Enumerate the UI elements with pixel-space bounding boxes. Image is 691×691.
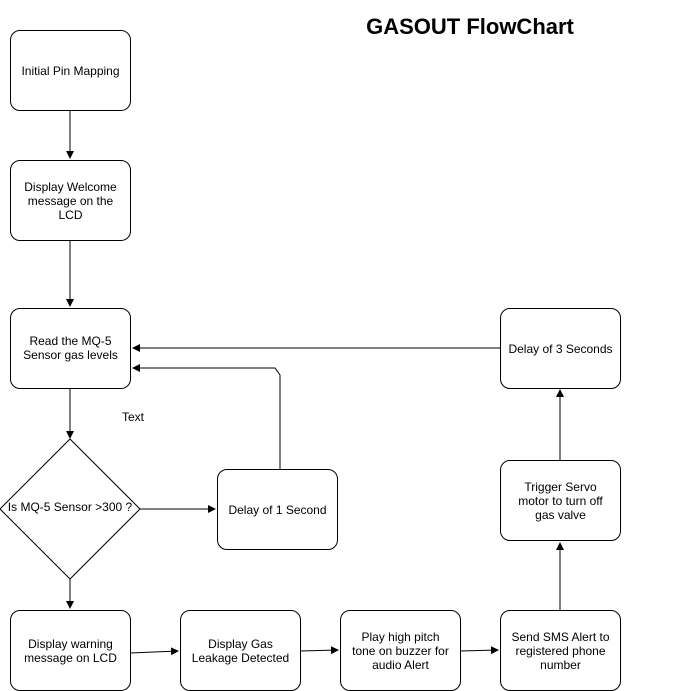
decision-diamond — [0, 438, 141, 580]
node-display-leakage: Display Gas Leakage Detected — [180, 610, 301, 691]
node-send-sms: Send SMS Alert to registered phone numbe… — [500, 610, 621, 691]
diagram-title: GASOUT FlowChart — [366, 14, 574, 39]
node-play-buzzer: Play high pitch tone on buzzer for audio… — [340, 610, 461, 691]
stray-text-label: Text — [122, 410, 145, 424]
node-initial-pin-mapping: Initial Pin Mapping — [10, 30, 131, 111]
node-display-warning: Display warning message on LCD — [10, 610, 131, 691]
edge-delay1-to-read — [132, 364, 281, 469]
edge-warning-to-leakage — [129, 647, 179, 656]
edge-buzzer-to-sms — [459, 646, 499, 655]
node-trigger-servo: Trigger Servo motor to turn off gas valv… — [500, 460, 621, 541]
node-read-sensor: Read the MQ-5 Sensor gas levels — [10, 308, 131, 389]
edge-leakage-to-buzzer — [299, 646, 339, 655]
node-delay-3-seconds: Delay of 3 Seconds — [500, 308, 621, 389]
decision-label: Is MQ-5 Sensor >300 ? — [7, 500, 133, 514]
node-display-welcome: Display Welcome message on the LCD — [10, 160, 131, 241]
node-delay-1-second: Delay of 1 Second — [217, 469, 338, 550]
